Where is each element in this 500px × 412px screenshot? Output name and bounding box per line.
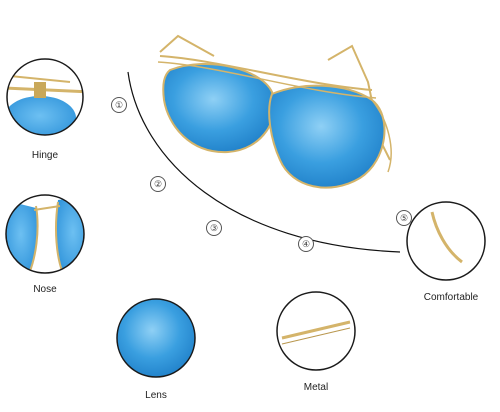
temple-arm-left xyxy=(159,34,215,57)
label-comfortable: Comfortable xyxy=(423,292,479,303)
label-hinge: Hinge xyxy=(31,150,59,161)
marker-1: ① xyxy=(111,97,127,113)
outer-wire xyxy=(371,99,392,173)
sunglasses-image xyxy=(157,34,392,189)
comfortable-detail xyxy=(406,201,486,281)
label-nose: Nose xyxy=(33,284,57,295)
hinge-detail xyxy=(6,58,84,136)
top-bar xyxy=(159,55,373,91)
marker-3: ③ xyxy=(206,220,222,236)
marker-2: ② xyxy=(150,176,166,192)
metal-detail xyxy=(276,291,356,371)
label-lens: Lens xyxy=(145,390,167,401)
feature-arc xyxy=(127,71,401,253)
lens-right xyxy=(268,84,386,189)
lens-left xyxy=(162,63,276,154)
nose-detail xyxy=(5,194,85,274)
marker-4: ④ xyxy=(298,236,314,252)
label-metal: Metal xyxy=(303,382,329,393)
lens-detail xyxy=(116,298,196,378)
temple-arm-right xyxy=(327,44,391,161)
marker-5: ⑤ xyxy=(396,210,412,226)
